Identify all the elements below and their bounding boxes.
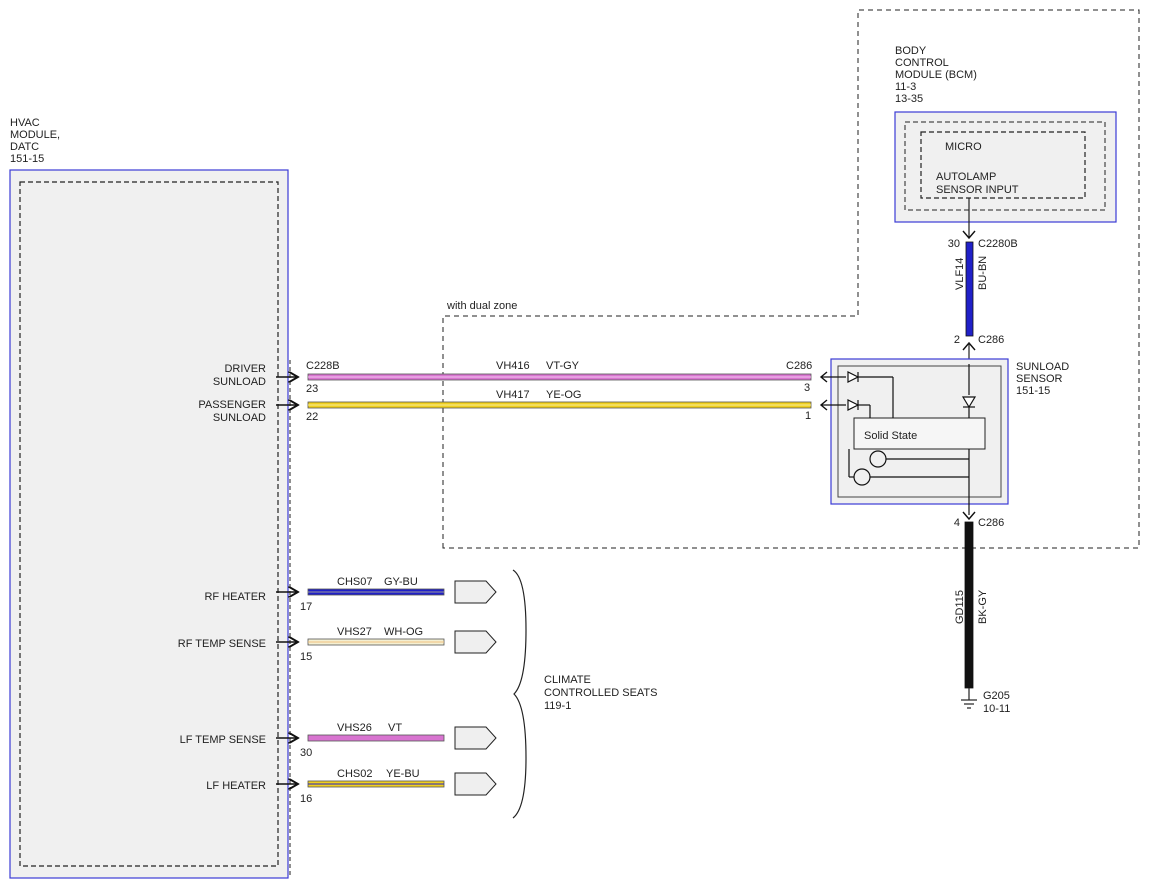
pin-15: 15 [300,651,312,663]
connector-c286-bottom: C286 [978,517,1004,529]
circuit-vh416: VH416 [496,360,530,372]
bcm-name-2: CONTROL [895,57,949,69]
pin-30: 30 [300,747,312,759]
hvac-name-3: DATC [10,141,39,153]
color-gy-bu: GY-BU [384,576,418,588]
bcm-wire [962,198,976,364]
pin-label-rf-heater: RF HEATER [204,591,266,603]
hvac-name-2: MODULE, [10,129,60,141]
ground-ref: 10-11 [983,703,1010,715]
pin-3: 3 [804,382,810,394]
circuit-chs02: CHS02 [337,768,372,780]
color-bk-gy: BK-GY [977,589,989,624]
wire-vhs27 [307,630,497,654]
circuit-vlf14: VLF14 [954,258,966,290]
bcm-pin-2: 2 [954,334,960,346]
bcm-name-1: BODY [895,45,927,57]
pin-17: 17 [300,601,312,613]
seats-name-2: CONTROLLED SEATS [544,687,658,699]
pin-16: 16 [300,793,312,805]
seats-brace [512,569,527,819]
circuit-chs07: CHS07 [337,576,372,588]
color-vt: VT [388,722,402,734]
bcm-input-2: SENSOR INPUT [936,184,1019,196]
bcm-pin-30: 30 [948,238,960,250]
bcm-micro: MICRO [945,141,982,153]
color-wh-og: WH-OG [384,626,423,638]
pin-1: 1 [805,410,811,422]
pin-label-driver-2: SUNLOAD [213,376,266,388]
hvac-pin-arrows [276,377,298,784]
sunload-name-2: SENSOR [1016,373,1063,385]
pin-label-lf-temp: LF TEMP SENSE [180,734,266,746]
color-ye-og: YE-OG [546,389,581,401]
circuit-gd115: GD115 [954,590,966,624]
wire-vhs26 [307,726,497,750]
seats-name-1: CLIMATE [544,674,591,686]
connector-c2280b: C2280B [978,238,1018,250]
bcm-name-3: MODULE (BCM) [895,69,977,81]
sunload-ref: 151-15 [1016,385,1050,397]
circuit-vhs27: VHS27 [337,626,372,638]
pin-label-rf-temp: RF TEMP SENSE [178,638,266,650]
connector-c286-top: C286 [978,334,1004,346]
wire-chs02 [307,772,497,796]
sunload-name-1: SUNLOAD [1016,361,1069,373]
pin-label-lf-heater: LF HEATER [206,780,266,792]
color-bu-bn: BU-BN [977,256,989,290]
pin-22: 22 [306,411,318,423]
hvac-module [9,169,291,879]
connector-c228b: C228B [306,360,340,372]
hvac-ref: 151-15 [10,153,44,165]
hvac-name-1: HVAC [10,117,40,129]
circuit-vh417: VH417 [496,389,530,401]
dual-zone-boundary [442,9,1140,549]
sunload-sensor: Solid State [819,358,1009,515]
ground-g205: G205 [983,690,1010,702]
wire-vh417 [307,401,812,409]
bcm-ref-2: 13-35 [895,93,923,105]
ground-wire [961,511,977,709]
dual-zone-label: with dual zone [446,300,517,312]
ground-pin-4: 4 [954,517,960,529]
pin-label-driver-1: DRIVER [224,363,266,375]
wire-vh416 [307,373,812,381]
circuit-vhs26: VHS26 [337,722,372,734]
color-ye-bu: YE-BU [386,768,420,780]
hvac-module-label: HVAC MODULE, DATC 151-15 [10,117,60,165]
pin-23: 23 [306,383,318,395]
pin-label-passenger-1: PASSENGER [198,399,266,411]
bcm-ref-1: 11-3 [895,81,916,93]
solid-state-label: Solid State [864,430,917,442]
seats-ref: 119-1 [544,700,571,712]
color-vt-gy: VT-GY [546,360,580,372]
bcm-module: MICRO AUTOLAMP SENSOR INPUT [894,111,1117,223]
connector-c286-sensor: C286 [786,360,812,372]
bcm-input-1: AUTOLAMP [936,171,996,183]
pin-label-passenger-2: SUNLOAD [213,412,266,424]
wire-chs07 [307,580,497,604]
